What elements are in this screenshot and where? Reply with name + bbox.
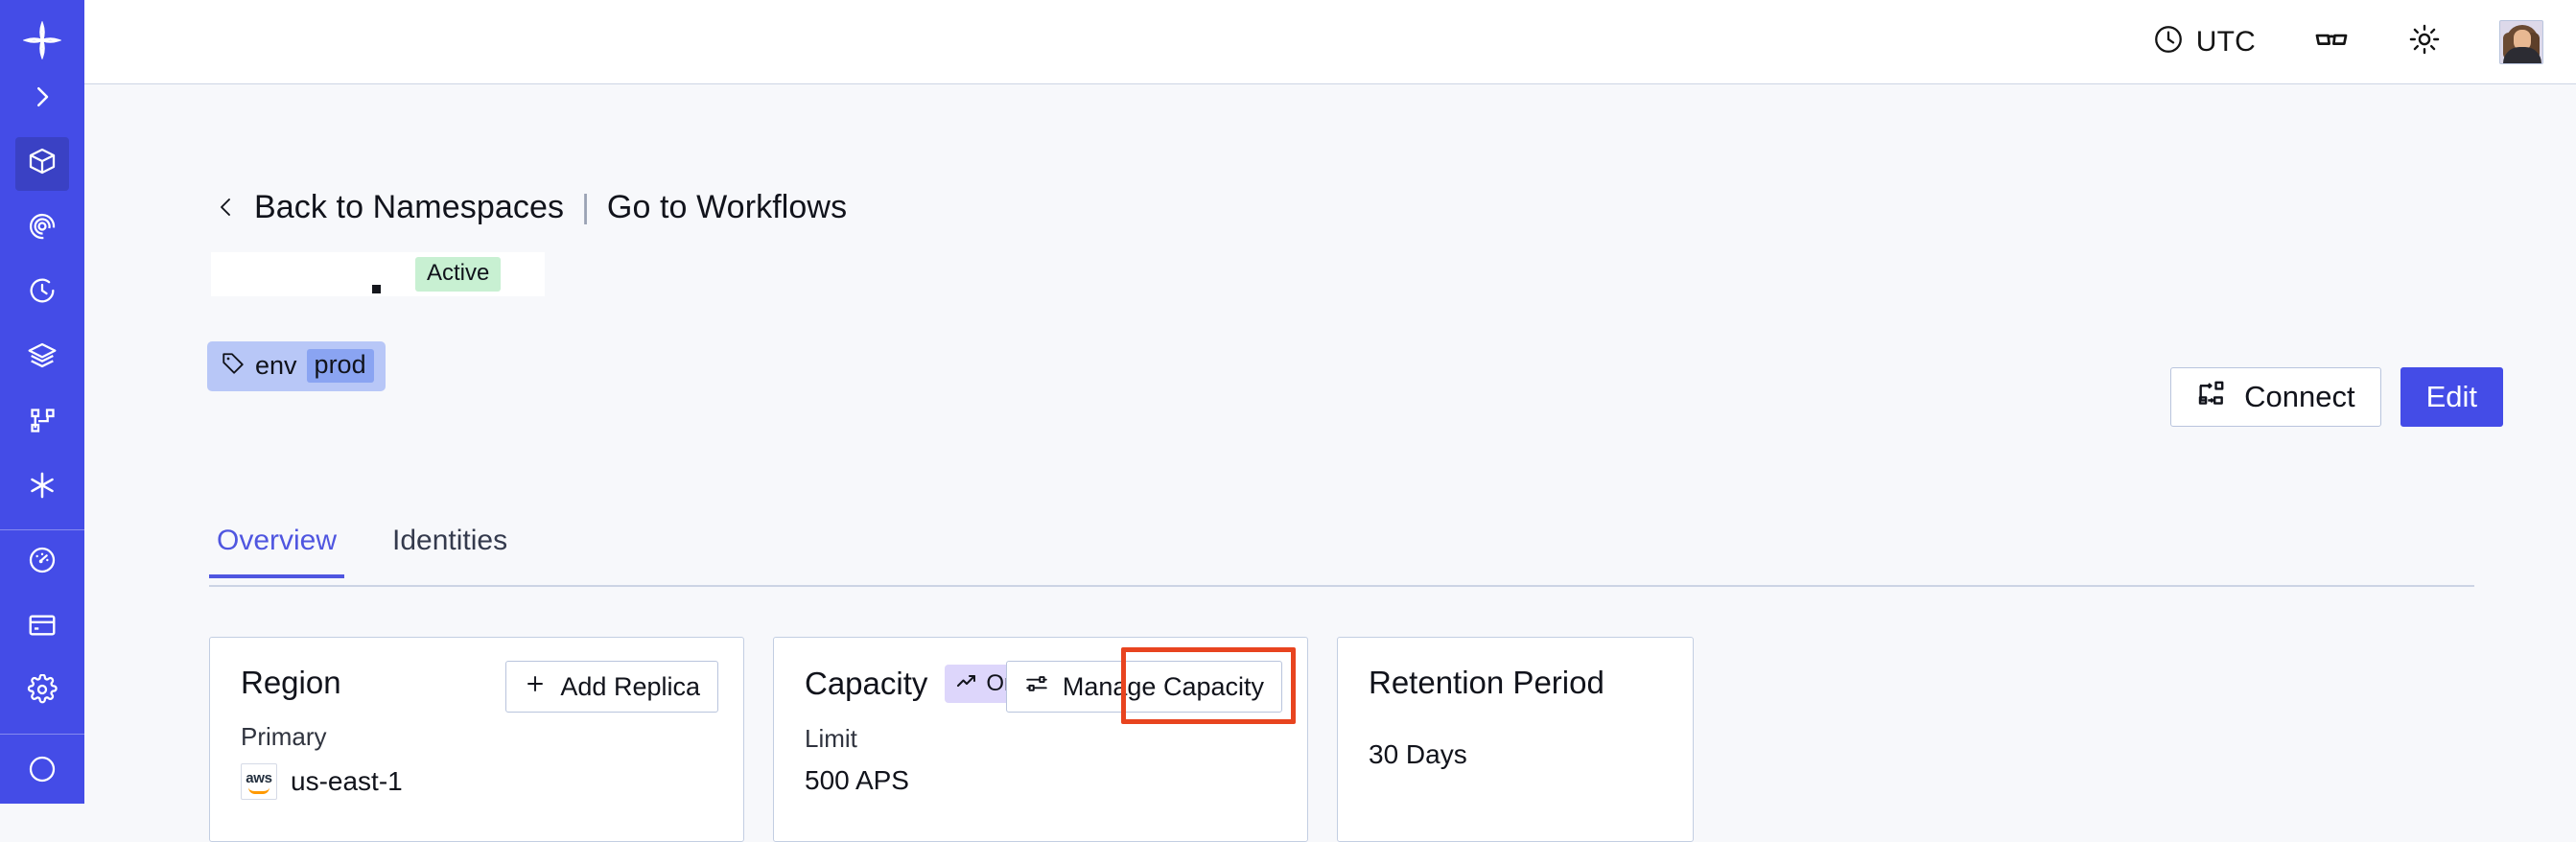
sidebar-item-namespaces[interactable]	[15, 137, 69, 191]
cube-icon	[27, 146, 58, 181]
sidebar-item-observability[interactable]	[15, 202, 69, 256]
glasses-icon	[2313, 21, 2350, 62]
edit-button[interactable]: Edit	[2400, 367, 2503, 427]
aws-logo-icon: aws	[241, 763, 277, 800]
sidebar-item-history[interactable]	[15, 267, 69, 320]
timezone-selector[interactable]: UTC	[2152, 23, 2256, 60]
plus-icon	[524, 672, 547, 702]
go-to-workflows-link[interactable]: Go to Workflows	[606, 188, 848, 225]
connect-button[interactable]: Connect	[2170, 367, 2381, 427]
sliders-icon	[1024, 671, 1049, 703]
region-value: us-east-1	[291, 766, 403, 796]
asterisk-icon	[26, 469, 59, 506]
trending-up-icon	[955, 669, 978, 697]
layers-icon	[27, 340, 58, 376]
sidebar	[0, 0, 84, 804]
tag-icon	[221, 351, 246, 381]
retention-card-title: Retention Period	[1369, 665, 1604, 700]
tab-overview[interactable]: Overview	[209, 521, 345, 578]
breadcrumb-divider: |	[581, 188, 590, 225]
manage-capacity-label: Manage Capacity	[1062, 671, 1264, 701]
gauge-icon	[27, 545, 58, 580]
tag-key: env	[255, 351, 297, 380]
header-actions: Connect Edit	[2170, 367, 2503, 427]
connect-label: Connect	[2244, 380, 2355, 413]
overview-cards: Region Add Replica Primary aws us-east-1…	[209, 637, 1694, 842]
docs-button[interactable]	[2313, 21, 2350, 62]
sidebar-item-billing[interactable]	[15, 600, 69, 654]
breadcrumb: Back to Namespaces | Go to Workflows	[214, 188, 847, 226]
region-card-header: Region	[241, 665, 714, 701]
retention-card-header: Retention Period	[1369, 665, 1664, 701]
connect-icon	[2196, 378, 2227, 416]
tab-identities[interactable]: Identities	[392, 525, 508, 556]
capacity-limit-label: Limit	[805, 724, 857, 753]
back-to-namespaces-link[interactable]: Back to Namespaces	[254, 188, 565, 225]
page-title-row: Active	[211, 252, 545, 296]
edit-label: Edit	[2425, 380, 2477, 413]
temporal-logo-icon[interactable]	[0, 13, 84, 67]
chevron-right-icon	[28, 82, 57, 116]
top-bar: UTC	[84, 0, 2576, 84]
title-period	[372, 284, 381, 293]
tag-value: prod	[306, 349, 374, 383]
history-clock-icon	[27, 275, 58, 311]
capacity-card-title: Capacity	[805, 666, 928, 701]
user-avatar-button[interactable]	[2499, 19, 2543, 64]
capacity-card: Capacity On-Demand Ma	[773, 637, 1308, 842]
namespace-tag[interactable]: env prod	[207, 341, 386, 391]
sidebar-item-workflows[interactable]	[15, 396, 69, 450]
sidebar-item-integrations[interactable]	[15, 461, 69, 515]
timezone-label: UTC	[2195, 25, 2256, 58]
sun-icon	[2407, 22, 2442, 61]
status-badge: Active	[415, 257, 502, 292]
region-value-row: aws us-east-1	[241, 763, 714, 800]
region-card-title: Region	[241, 665, 341, 700]
help-circle-icon	[27, 754, 58, 789]
gear-icon	[27, 673, 58, 710]
tab-bar-rule	[209, 585, 2474, 587]
sidebar-divider-bottom	[0, 734, 84, 736]
retention-card: Retention Period 30 Days	[1337, 637, 1694, 842]
chevron-left-icon[interactable]	[214, 188, 239, 226]
sidebar-divider	[0, 529, 84, 530]
tab-bar: Overview Identities	[209, 521, 515, 578]
manage-capacity-button[interactable]: Manage Capacity	[1005, 661, 1282, 713]
sidebar-item-expand-sidebar[interactable]	[15, 73, 69, 127]
eye-spiral-icon	[27, 211, 58, 246]
clock-icon	[2152, 23, 2185, 60]
avatar[interactable]	[2499, 19, 2543, 64]
retention-value: 30 Days	[1369, 739, 1467, 769]
capacity-limit-value: 500 APS	[805, 765, 909, 795]
add-replica-label: Add Replica	[560, 671, 700, 701]
workflow-graph-icon	[28, 406, 58, 440]
sidebar-item-layers[interactable]	[15, 332, 69, 386]
credit-card-icon	[27, 610, 58, 645]
main-content: Back to Namespaces | Go to Workflows Act…	[84, 84, 2576, 842]
sidebar-item-settings[interactable]	[15, 666, 69, 719]
add-replica-button[interactable]: Add Replica	[505, 661, 718, 713]
sidebar-item-usage[interactable]	[15, 536, 69, 590]
sidebar-item-help[interactable]	[15, 744, 69, 798]
theme-toggle-button[interactable]	[2407, 22, 2442, 61]
region-primary-label: Primary	[241, 722, 327, 751]
region-card: Region Add Replica Primary aws us-east-1	[209, 637, 744, 842]
